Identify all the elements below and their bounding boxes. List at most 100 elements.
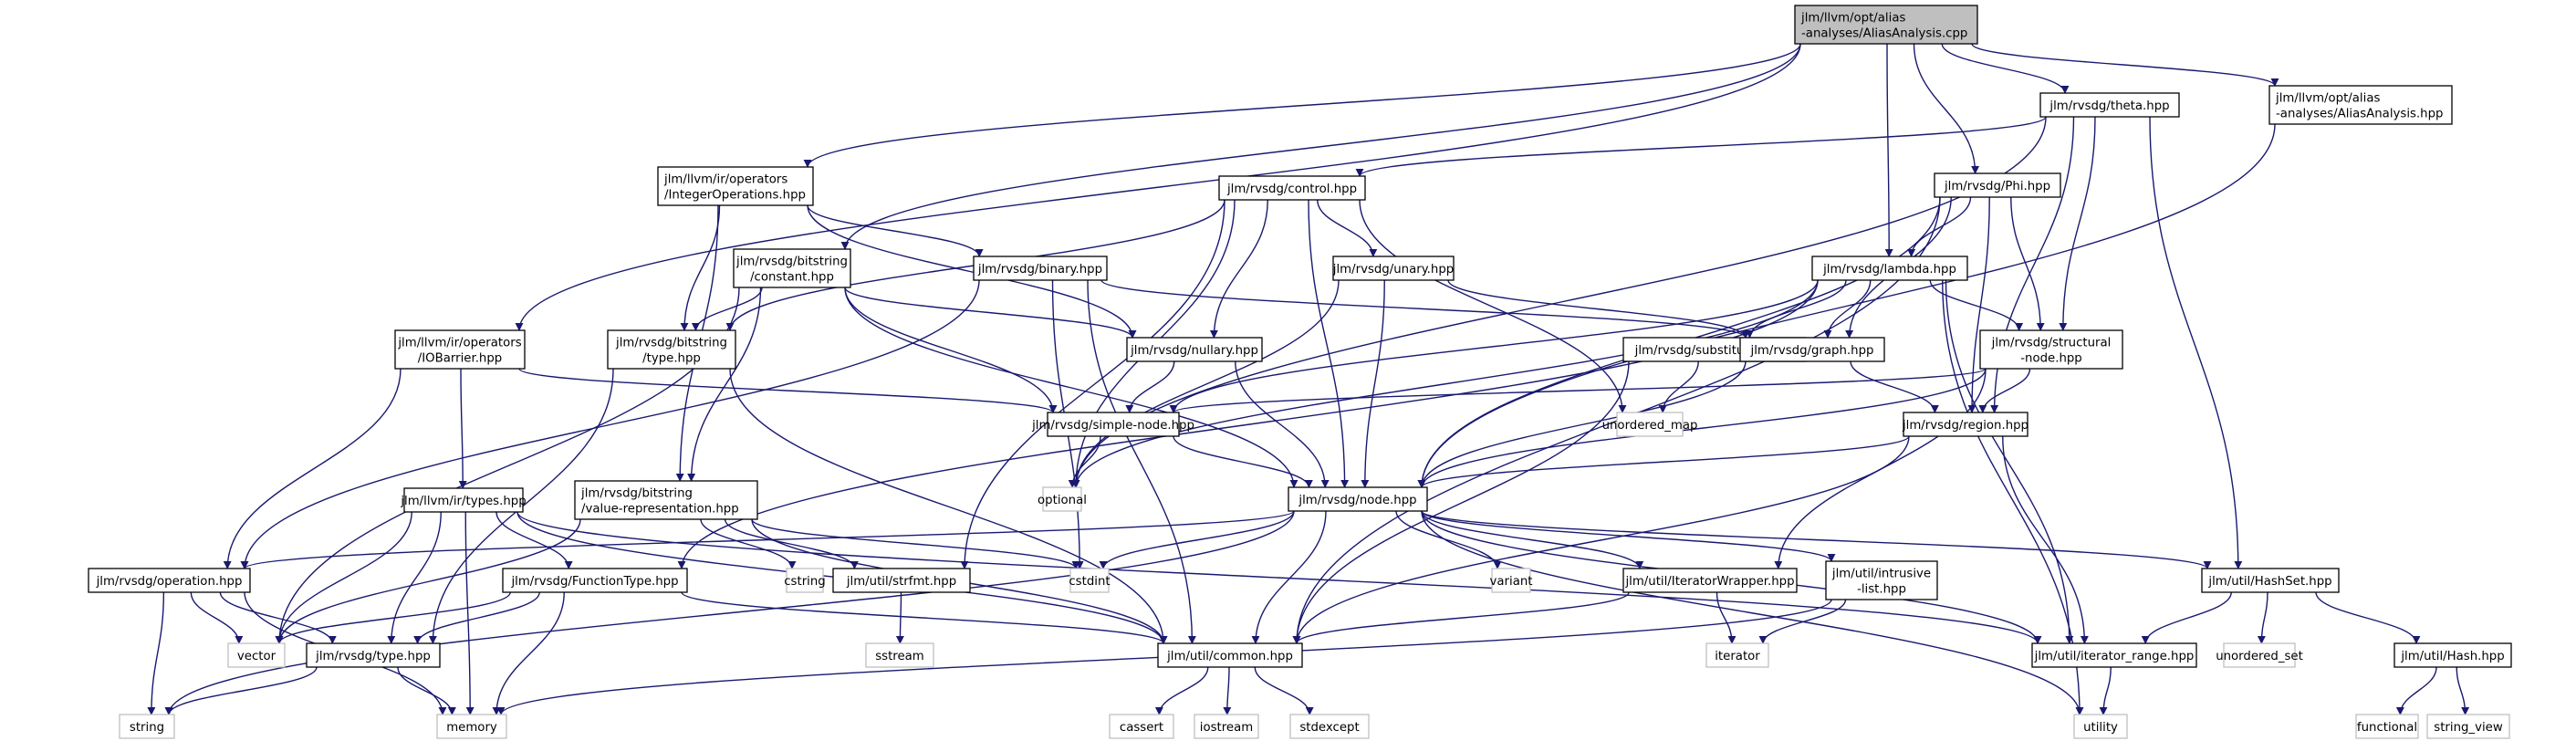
node-box xyxy=(119,714,175,739)
graph-node-jlm-util-common-hpp[interactable]: jlm/util/common.hpp xyxy=(1157,642,1303,668)
graph-node-string-view: string_view xyxy=(2426,714,2510,739)
edge-n6-to-n22 xyxy=(844,287,1298,488)
edge-n31-to-n38 xyxy=(2257,591,2268,644)
edge-n30-to-n36 xyxy=(1758,599,1847,644)
node-label: jlm/util/HashSet.hpp xyxy=(2207,575,2331,589)
edge-n22-to-n29 xyxy=(1421,510,1644,569)
graph-node-jlm-util-iteratorwrapper-hpp[interactable]: jlm/util/IteratorWrapper.hpp xyxy=(1622,568,1798,593)
node-box xyxy=(502,568,688,593)
node-label: -analyses/AliasAnalysis.hpp xyxy=(2276,108,2443,121)
graph-node-jlm-rvsdg-node-hpp[interactable]: jlm/rvsdg/node.hpp xyxy=(1288,486,1428,512)
graph-node-jlm-rvsdg-theta-hpp[interactable]: jlm/rvsdg/theta.hpp xyxy=(2039,92,2180,118)
graph-node-jlm-rvsdg-graph-hpp[interactable]: jlm/rvsdg/graph.hpp xyxy=(1739,337,1885,362)
graph-node-jlm-rvsdg-operation-hpp[interactable]: jlm/rvsdg/operation.hpp xyxy=(88,568,251,593)
graph-node-jlm-util-strfmt-hpp[interactable]: jlm/util/strfmt.hpp xyxy=(832,568,971,593)
graph-node-jlm-rvsdg-functiontype-hpp[interactable]: jlm/rvsdg/FunctionType.hpp xyxy=(502,568,688,593)
graph-node-cassert: cassert xyxy=(1109,714,1174,739)
edge-n2-to-n4 xyxy=(1355,116,2047,177)
graph-node-jlm-rvsdg-structural-node-hpp[interactable]: jlm/rvsdg/structural-node.hpp xyxy=(1979,329,2123,370)
node-label: jlm/rvsdg/binary.hpp xyxy=(977,263,1102,277)
graph-node-jlm-rvsdg-phi-hpp[interactable]: jlm/rvsdg/Phi.hpp xyxy=(1934,172,2061,198)
node-box xyxy=(1109,714,1174,739)
node-label: jlm/llvm/ir/operators xyxy=(663,173,787,187)
graph-node-jlm-rvsdg-region-hpp[interactable]: jlm/rvsdg/region.hpp xyxy=(1902,412,2028,437)
graph-node-jlm-rvsdg-unary-hpp[interactable]: jlm/rvsdg/unary.hpp xyxy=(1332,256,1455,281)
edge-n22-to-n40 xyxy=(164,510,1295,715)
graph-node-stdexcept: stdexcept xyxy=(1289,714,1370,739)
graph-node-jlm-llvm-ir-operators-iobarrier-hpp[interactable]: jlm/llvm/ir/operators/IOBarrier.hpp xyxy=(394,329,526,370)
graph-node-jlm-llvm-ir-operators-integeroperations-hpp[interactable]: jlm/llvm/ir/operators/IntegerOperations.… xyxy=(657,166,814,206)
node-box xyxy=(1979,329,2123,370)
node-box xyxy=(403,487,524,513)
node-label: memory xyxy=(446,721,497,735)
node-label: iostream xyxy=(1200,721,1253,735)
node-label: jlm/rvsdg/bitstring xyxy=(735,256,848,269)
edge-n1-to-n22 xyxy=(1417,123,2276,488)
edge-n15-to-n16 xyxy=(1169,368,1987,413)
graph-node-sstream: sstream xyxy=(865,642,934,668)
graph-node-jlm-llvm-ir-types-hpp[interactable]: jlm/llvm/ir/types.hpp xyxy=(400,487,527,513)
node-box xyxy=(436,714,507,739)
node-box xyxy=(1903,412,2028,437)
graph-node-jlm-llvm-opt-alias-analyses-aliasanalysis-cpp[interactable]: jlm/llvm/opt/alias-analyses/AliasAnalysi… xyxy=(1794,5,1978,45)
graph-node-jlm-rvsdg-bitstring-constant-hpp[interactable]: jlm/rvsdg/bitstring/constant.hpp xyxy=(733,248,851,288)
node-label: jlm/rvsdg/lambda.hpp xyxy=(1822,263,1956,277)
edge-n8-to-n21 xyxy=(1071,279,1340,488)
edge-n4-to-n12 xyxy=(1209,199,1268,339)
edge-n29-to-n36 xyxy=(1716,591,1736,644)
node-label: -analyses/AliasAnalysis.cpp xyxy=(1801,27,1967,41)
edges-layer xyxy=(147,43,2470,715)
graph-node-jlm-rvsdg-bitstring-value-representation-hpp[interactable]: jlm/rvsdg/bitstring/value-representation… xyxy=(574,480,758,520)
node-box xyxy=(1069,568,1110,593)
edge-n23-to-n40 xyxy=(147,591,165,715)
edge-n22-to-n30 xyxy=(1421,510,1836,562)
graph-node-jlm-rvsdg-type-hpp[interactable]: jlm/rvsdg/type.hpp xyxy=(306,642,441,668)
graph-node-functional: functional xyxy=(2355,714,2419,739)
edge-n0-to-n3 xyxy=(803,43,1801,168)
edge-n7-to-n35 xyxy=(1087,279,1196,644)
node-box xyxy=(574,480,758,520)
node-label: /type.hpp xyxy=(642,352,701,366)
node-box xyxy=(1739,337,1885,362)
node-box xyxy=(2355,714,2419,739)
edge-n35-to-n44 xyxy=(1254,666,1314,715)
edge-n7-to-n14 xyxy=(1100,279,1750,339)
graph-node-jlm-util-intrusive-list-hpp[interactable]: jlm/util/intrusive-list.hpp xyxy=(1825,560,1938,600)
graph-node-jlm-rvsdg-binary-hpp[interactable]: jlm/rvsdg/binary.hpp xyxy=(973,256,1108,281)
edge-n14-to-n22 xyxy=(1417,360,1747,488)
edge-n26-to-n34 xyxy=(895,591,904,644)
graph-node-jlm-util-hash-hpp[interactable]: jlm/util/Hash.hpp xyxy=(2393,642,2512,668)
node-label: jlm/util/strfmt.hpp xyxy=(846,575,956,589)
node-box xyxy=(657,166,814,206)
graph-node-cstdint: cstdint xyxy=(1069,568,1111,593)
node-label: jlm/rvsdg/Phi.hpp xyxy=(1944,180,2050,193)
node-label: string_view xyxy=(2434,721,2503,735)
graph-node-jlm-llvm-opt-alias-analyses-aliasanalysis-hpp[interactable]: jlm/llvm/opt/alias-analyses/AliasAnalysi… xyxy=(2268,85,2453,125)
node-box xyxy=(227,642,286,668)
node-box xyxy=(2201,568,2340,593)
node-box xyxy=(2426,714,2510,739)
graph-node-jlm-rvsdg-simple-node-hpp[interactable]: jlm/rvsdg/simple-node.hpp xyxy=(1031,412,1194,437)
graph-node-jlm-rvsdg-nullary-hpp[interactable]: jlm/rvsdg/nullary.hpp xyxy=(1126,337,1263,362)
graph-node-jlm-rvsdg-lambda-hpp[interactable]: jlm/rvsdg/lambda.hpp xyxy=(1811,256,1968,281)
graph-node-jlm-rvsdg-bitstring-type-hpp[interactable]: jlm/rvsdg/bitstring/type.hpp xyxy=(607,329,736,370)
graph-node-jlm-util-iterator-range-hpp[interactable]: jlm/util/iterator_range.hpp xyxy=(2031,642,2197,668)
node-label: jlm/util/intrusive xyxy=(1831,568,1931,581)
edge-n39-to-n46 xyxy=(2395,666,2437,715)
node-label: jlm/rvsdg/bitstring xyxy=(580,487,693,501)
edge-n31-to-n39 xyxy=(2315,591,2421,644)
edge-n24-to-n41 xyxy=(492,591,565,715)
graph-node-memory: memory xyxy=(436,714,507,739)
node-label: jlm/rvsdg/operation.hpp xyxy=(96,575,243,589)
node-label: jlm/rvsdg/control.hpp xyxy=(1226,183,1357,196)
edge-n15-to-n18 xyxy=(1978,368,2031,413)
edge-n9-to-n16 xyxy=(1169,279,1819,413)
edge-n2-to-n15 xyxy=(2059,116,2096,331)
graph-node-jlm-rvsdg-control-hpp[interactable]: jlm/rvsdg/control.hpp xyxy=(1218,175,1366,201)
edge-n12-to-n22 xyxy=(1235,360,1330,488)
edge-n8-to-n14 xyxy=(1447,279,1750,339)
edge-n22-to-n23 xyxy=(240,510,1295,569)
graph-node-jlm-util-hashset-hpp[interactable]: jlm/util/HashSet.hpp xyxy=(2201,568,2340,593)
edge-n7-to-n23 xyxy=(240,279,980,569)
